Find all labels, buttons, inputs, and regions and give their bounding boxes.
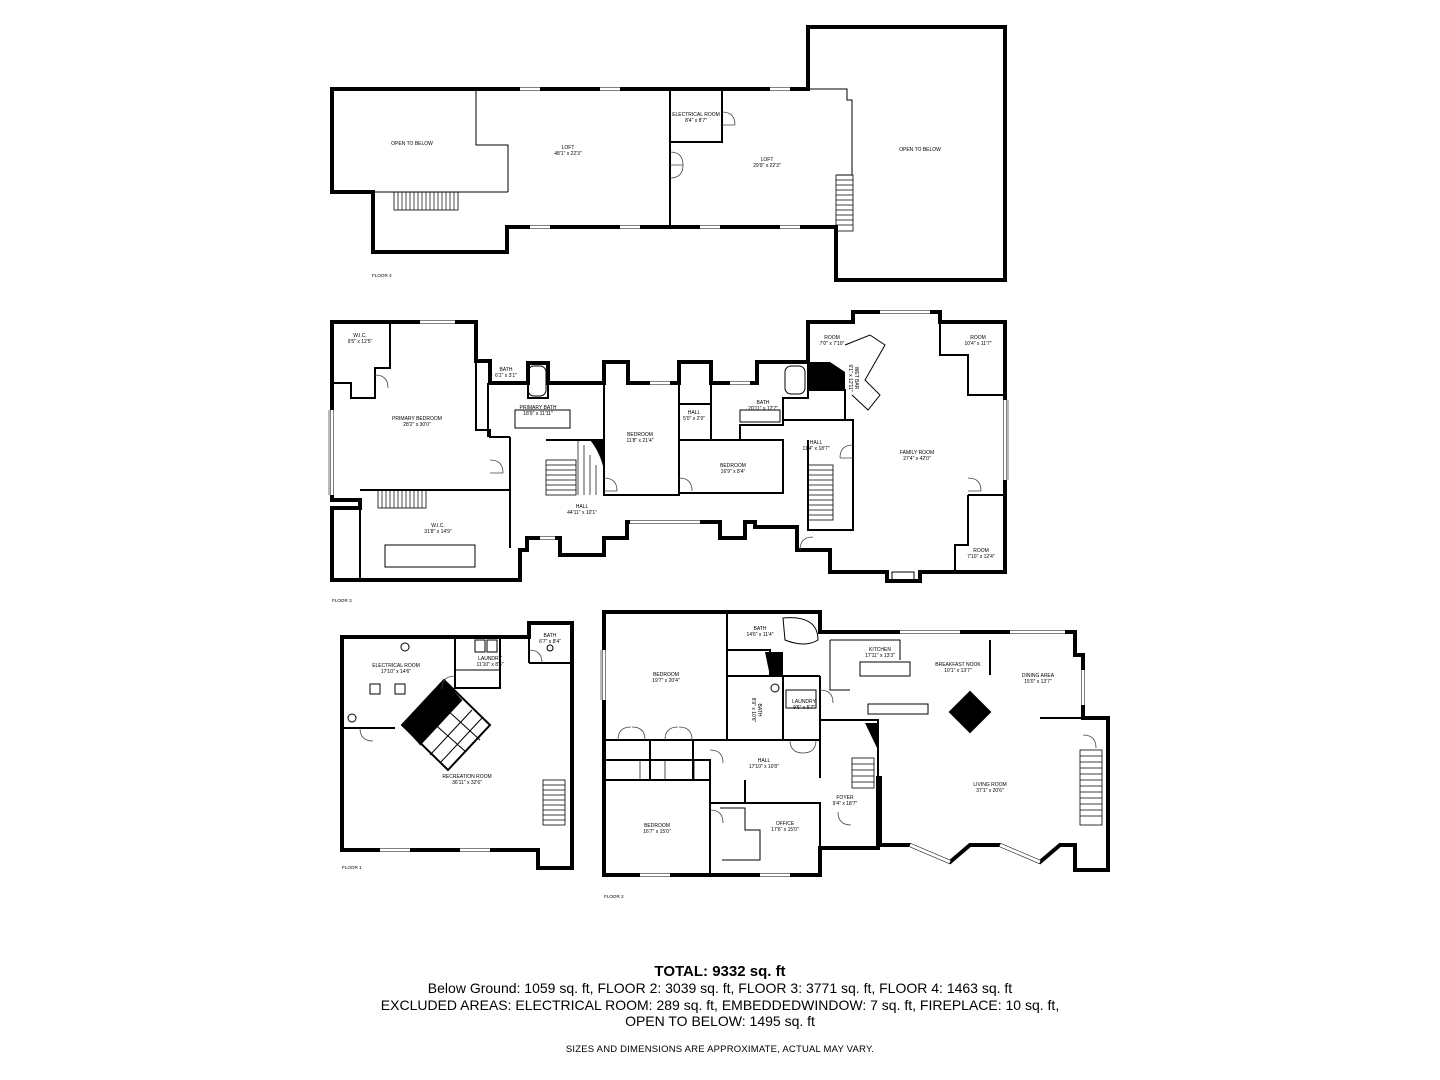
room-dimensions: 9'5" x 12'5" [348,339,373,345]
room-label: PRIMARY BEDROOM [392,416,442,422]
excluded-areas-continued: OPEN TO BELOW: 1495 sq. ft [625,1013,815,1029]
room-dimensions: 17'10" x 14'6" [381,669,411,675]
room-label: OFFICE [776,821,795,827]
area-breakdown: Below Ground: 1059 sq. ft, FLOOR 2: 3039… [427,980,1013,996]
floor-3-label: FLOOR 3 [332,598,352,603]
floor-1-label: FLOOR 1 [342,865,362,870]
room-dimensions: 11'4" x 18'7" [802,446,829,452]
room-dimensions: 6'7" x 8'4" [539,639,561,645]
room-label: BREAKFAST NOOK [935,662,981,668]
room-label: HALL [758,758,771,764]
room-label: FAMILY ROOM [900,450,934,456]
floor-3-plan: W.I.C. 9'5" x 12'5" PRIMARY BEDROOM 28'2… [328,310,1009,603]
room-label: ROOM [970,335,986,341]
room-label: BEDROOM [627,432,653,438]
room-dimensions: 7'10" x 12'4" [967,554,995,560]
floor-4-plan: OPEN TO BELOW LOFT 48'1" x 22'3" ELECTRI… [330,25,1007,282]
floor-1-stairs [542,779,566,826]
room-dimensions: 48'1" x 22'3" [554,151,582,157]
area-summary: TOTAL: 9332 sq. ft Below Ground: 1059 sq… [0,963,1440,1030]
room-label: WET BAR [853,367,859,390]
room-dimensions: 14'6" x 11'4" [746,632,773,638]
room-dimensions: 10'1" x 13'7" [944,668,972,674]
room-dimensions: 17'10" x 10'0" [749,764,779,770]
room-label: BATH [544,633,557,639]
floor-2-label: FLOOR 2 [604,894,624,899]
total-area: TOTAL: 9332 sq. ft [654,963,786,980]
room-dimensions: 8'4" x 8'7" [685,118,707,124]
room-dimensions: 8'9" x 10'6" [750,698,756,723]
floor-4-stairs-left [393,191,459,211]
room-label: LAUNDRY [478,656,502,662]
floor-2-stairs-foyer [851,757,875,789]
floor-3-stairs-wic [377,489,427,509]
room-dimensions: 20'11" x 12'7" [748,406,778,412]
room-dimensions: 6'1" x 3'1" [495,373,517,379]
room-label: DINING AREA [1022,673,1055,679]
room-label: W.I.C. [431,523,445,529]
room-label: ELECTRICAL ROOM [372,663,420,669]
room-label: BEDROOM [644,823,670,829]
room-label: KITCHEN [869,647,891,653]
room-label: BEDROOM [653,672,679,678]
room-dimensions: 29'9" x 22'3" [753,163,781,169]
floor-2-outline [602,610,1110,877]
excluded-areas: EXCLUDED AREAS: ELECTRICAL ROOM: 289 sq.… [380,996,1060,1013]
room-dimensions: 5'0" x 2'9" [683,416,705,422]
floor-3-outline [330,310,1007,583]
room-label: LOFT [761,157,774,163]
room-label: HALL [810,440,823,446]
disclaimer: SIZES AND DIMENSIONS ARE APPROXIMATE, AC… [565,1044,875,1055]
room-dimensions: 16'7" x 15'0" [643,829,671,835]
room-label: FOYER [836,795,854,801]
room-dimensions: 11'10" x 8'4" [476,662,503,668]
room-label: ROOM [973,548,989,554]
room-dimensions: 9'6" x 5'7" [793,705,815,711]
room-dimensions: 37'1" x 20'6" [976,788,1004,794]
room-dimensions: 17'6" x 15'0" [771,827,799,833]
room-dimensions: 31'8" x 14'9" [424,529,452,535]
room-label: BATH [754,626,767,632]
room-label: BEDROOM [720,463,746,469]
room-dimensions: 15'0" x 13'7" [1024,679,1052,685]
room-dimensions: 27'4" x 42'0" [903,456,931,462]
floor-4-label: FLOOR 4 [372,273,392,278]
room-label: ELECTRICAL ROOM [672,112,720,118]
room-label: RECREATION ROOM [442,774,491,780]
room-dimensions: 9'4" x 18'7" [833,801,858,807]
room-dimensions: 11'8" x 21'4" [626,438,653,444]
room-dimensions: 10'4" x 11'7" [964,341,991,347]
room-label: BATH [757,400,770,406]
room-label: OPEN TO BELOW [391,141,433,147]
room-label: HALL [576,504,589,510]
floor-2-stairs-hall [603,759,695,781]
room-label: BATH [756,704,762,717]
floor-3-stairs-center [545,440,597,496]
room-label: PRIMARY BATH [520,405,557,411]
room-dimensions: 28'2" x 30'0" [403,422,431,428]
room-dimensions: 6'1" x 12'11" [847,364,853,391]
room-dimensions: 16'9" x 8'4" [721,469,746,475]
room-label: W.I.C. [353,333,367,339]
room-label: LIVING ROOM [973,782,1006,788]
room-label: BATH [500,367,513,373]
room-dimensions: 19'7" x 20'4" [652,678,680,684]
floor-4-stairs-right [835,174,854,232]
room-dimensions: 36'11" x 32'6" [452,780,482,786]
room-label: LOFT [562,145,575,151]
room-dimensions: 7'0" x 7'10" [820,341,845,347]
room-label: ROOM [824,335,840,341]
room-dimensions: 17'11" x 13'3" [865,653,895,659]
room-label: OPEN TO BELOW [899,147,941,153]
floor-4-outline [330,25,1007,282]
floor-3-stairs-hall [807,464,834,521]
floor-2-plan: BATH 14'6" x 11'4" BEDROOM 19'7" x 20'4"… [600,610,1110,899]
room-dimensions: 44'11" x 10'1" [567,510,597,516]
room-dimensions: 18'9" x 11'11" [523,411,553,417]
room-label: HALL [688,410,701,416]
room-label: LAUNDRY [792,699,816,705]
floor-2-stairs-living [1079,749,1103,826]
floor-1-plan: BATH 6'7" x 8'4" ELECTRICAL ROOM 17'10" … [340,621,574,870]
